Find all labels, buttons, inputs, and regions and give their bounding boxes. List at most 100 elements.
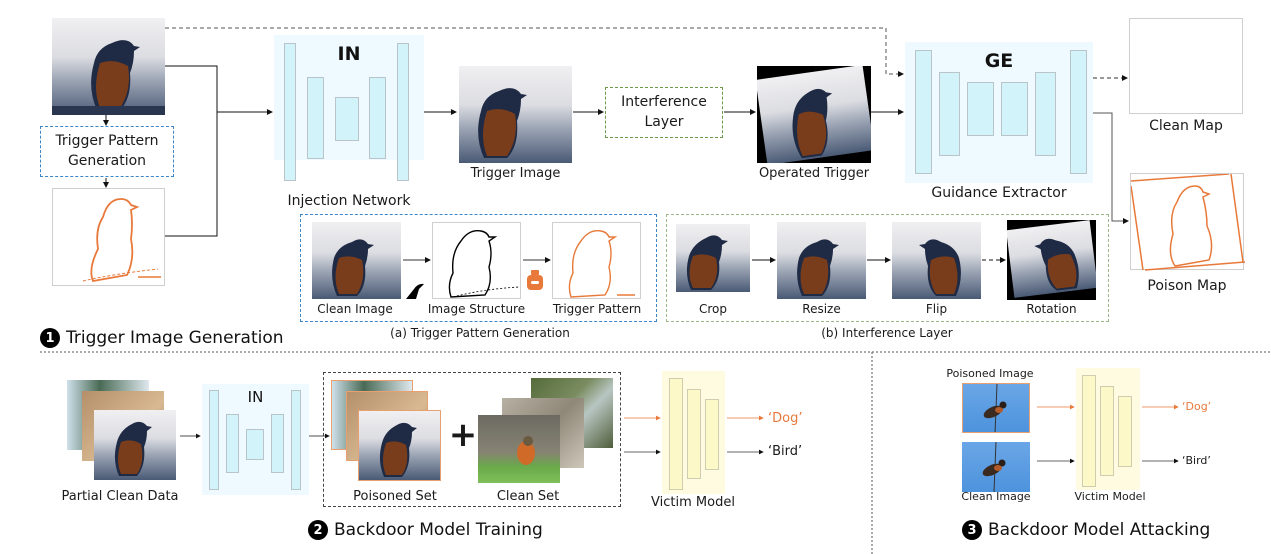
rotated-trigger-outline-icon bbox=[1130, 173, 1246, 271]
poisoned-set-stack-front bbox=[358, 410, 441, 481]
image-structure-thumb bbox=[432, 222, 521, 299]
poisoned-image-label: Poisoned Image bbox=[946, 367, 1034, 380]
poisoned-image-thumb bbox=[962, 383, 1030, 433]
arrow-ge-to-poison-map bbox=[1093, 112, 1129, 224]
source-bird-image bbox=[52, 18, 165, 115]
clean-set-label: Clean Set bbox=[496, 489, 560, 504]
layer-bar bbox=[1100, 386, 1114, 476]
stage3-output-dog: ‘Dog’ bbox=[1182, 400, 1212, 413]
layer-bar bbox=[1118, 396, 1132, 467]
training-set-box bbox=[323, 372, 621, 507]
rotation-thumb bbox=[1007, 220, 1096, 300]
guidance-extractor: GE bbox=[905, 42, 1093, 183]
stage2-title: 2 Backdoor Model Training bbox=[308, 520, 543, 540]
layer-bar bbox=[209, 390, 219, 490]
subfigure-a-trigger-pattern-generation bbox=[300, 214, 657, 322]
crop-thumb bbox=[676, 224, 750, 292]
stage3-title-text: Backdoor Model Attacking bbox=[988, 520, 1211, 540]
perched-bird-icon bbox=[983, 384, 1007, 432]
sub-b-item-crop: Crop bbox=[698, 302, 727, 316]
operated-trigger-image bbox=[757, 66, 871, 163]
interference-layer-box: Interference Layer bbox=[605, 87, 723, 138]
sub-a-item-clean-image: Clean Image bbox=[317, 302, 393, 316]
sub-a-item-trigger-pattern: Trigger Pattern bbox=[552, 302, 642, 316]
guidance-extractor-abbr: GE bbox=[984, 50, 1014, 72]
bird-silhouette-icon bbox=[478, 88, 527, 158]
bird-silhouette-icon bbox=[792, 88, 833, 159]
victim-model-stage2 bbox=[662, 371, 725, 494]
layer-bar bbox=[669, 378, 683, 490]
layer-bar bbox=[1035, 72, 1056, 156]
partial-clean-data-label: Partial Clean Data bbox=[61, 489, 179, 504]
sub-a-item-image-structure: Image Structure bbox=[427, 302, 526, 316]
subfigure-b-interference-layer bbox=[666, 214, 1109, 322]
guidance-extractor-label: Guidance Extractor bbox=[931, 185, 1067, 201]
clean-set-stack-front bbox=[478, 415, 560, 483]
clean-image-thumb bbox=[312, 222, 401, 299]
clean-image-stage3-label: Clean Image bbox=[961, 490, 1031, 503]
trigger-image bbox=[459, 66, 572, 163]
interference-box-line2: Layer bbox=[644, 114, 684, 130]
stage1-title-text: Trigger Image Generation bbox=[66, 328, 284, 348]
step-badge-1: 1 bbox=[40, 328, 60, 348]
layer-bar bbox=[246, 429, 264, 460]
resize-thumb bbox=[777, 222, 866, 299]
crow-icon bbox=[404, 283, 426, 301]
step-badge-2: 2 bbox=[308, 520, 328, 540]
victim-model-stage3 bbox=[1076, 368, 1140, 490]
stage1-title: 1 Trigger Image Generation bbox=[40, 328, 284, 348]
bird-silhouette-icon bbox=[332, 239, 374, 296]
stage2-title-text: Backdoor Model Training bbox=[334, 520, 543, 540]
injection-network-stage2-abbr: IN bbox=[247, 388, 264, 406]
trigger-pattern-box-line2: Generation bbox=[67, 153, 147, 169]
stage3-title: 3 Backdoor Model Attacking bbox=[962, 520, 1210, 540]
trigger-image-label: Trigger Image bbox=[470, 166, 561, 181]
sub-b-item-flip: Flip bbox=[925, 302, 948, 316]
layer-bar bbox=[226, 414, 239, 473]
bird-outline-black-icon bbox=[448, 230, 520, 298]
injection-network: IN bbox=[274, 35, 424, 181]
injection-network-stage2: IN bbox=[202, 384, 309, 495]
clean-map-label: Clean Map bbox=[1149, 118, 1223, 134]
trigger-pattern-image bbox=[52, 188, 165, 286]
layer-bar bbox=[307, 77, 324, 159]
poison-map-label: Poison Map bbox=[1147, 278, 1227, 294]
layer-bar bbox=[705, 399, 719, 470]
sub-b-caption: (b) Interference Layer bbox=[821, 326, 953, 340]
sub-a-caption: (a) Trigger Pattern Generation bbox=[390, 326, 570, 340]
plus-sign: + bbox=[448, 415, 478, 455]
layer-bar bbox=[369, 77, 386, 159]
layer-bar bbox=[397, 43, 409, 181]
clean-image-stage3-thumb bbox=[962, 442, 1030, 492]
layer-bar bbox=[1082, 375, 1096, 487]
layer-bar bbox=[939, 72, 960, 156]
flip-thumb bbox=[892, 222, 981, 299]
perched-bird-icon bbox=[982, 442, 1006, 492]
stage2-output-dog: ‘Dog’ bbox=[768, 411, 803, 426]
trigger-pattern-generation-box: Trigger Pattern Generation bbox=[40, 126, 174, 177]
partial-clean-stack-front bbox=[94, 410, 176, 480]
interference-box-line1: Interference bbox=[621, 94, 707, 110]
layer-bar bbox=[967, 82, 994, 136]
sub-b-item-rotation: Rotation bbox=[1026, 302, 1077, 316]
step-badge-3: 3 bbox=[962, 520, 982, 540]
trigger-pattern-thumb bbox=[552, 222, 641, 299]
stage3-output-bird: ‘Bird’ bbox=[1182, 454, 1211, 467]
bird-outline-orange-icon bbox=[82, 198, 161, 283]
ink-bottle-icon bbox=[526, 270, 544, 290]
layer-bar bbox=[335, 97, 359, 141]
clean-map-image bbox=[1129, 18, 1243, 114]
victim-model-stage2-label: Victim Model bbox=[651, 495, 735, 510]
layer-bar bbox=[271, 414, 284, 473]
stage2-output-bird: ‘Bird’ bbox=[768, 444, 803, 459]
bird-silhouette-icon bbox=[52, 40, 165, 115]
bird-outline-orange-icon bbox=[568, 230, 635, 298]
trigger-pattern-box-line1: Trigger Pattern bbox=[55, 133, 159, 149]
victim-model-stage3-label: Victim Model bbox=[1074, 490, 1146, 503]
poisoned-set-label: Poisoned Set bbox=[353, 489, 437, 504]
layer-bar bbox=[915, 50, 932, 174]
operated-trigger-label: Operated Trigger bbox=[758, 166, 870, 181]
layer-bar bbox=[284, 43, 296, 181]
layer-bar bbox=[687, 389, 701, 479]
layer-bar bbox=[1001, 82, 1028, 136]
